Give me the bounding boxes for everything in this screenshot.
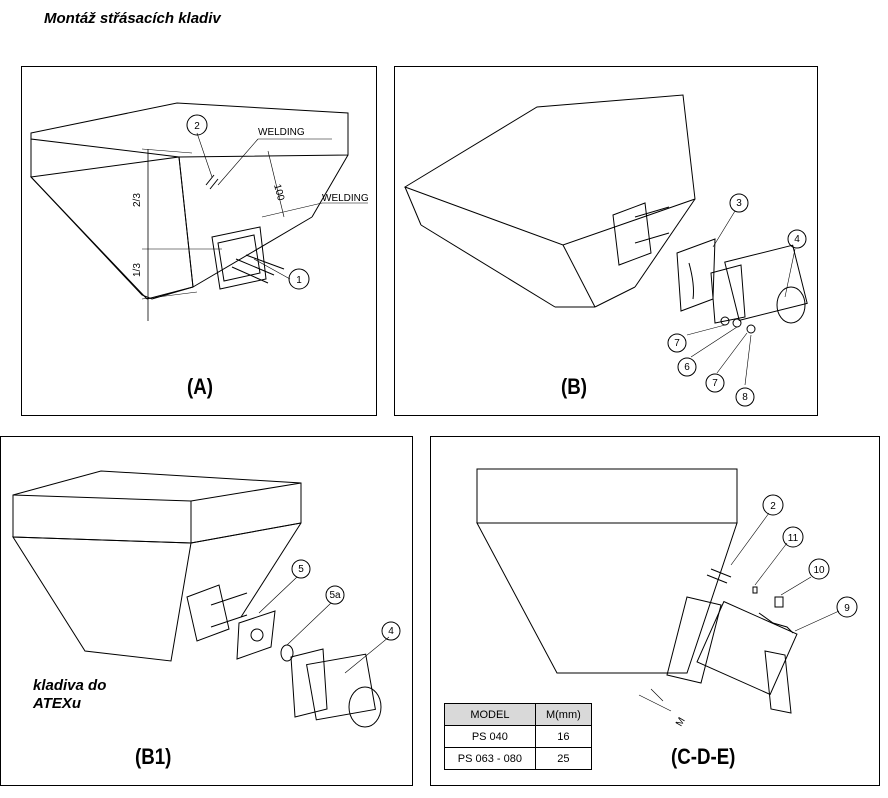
panel-cde: 2 11 10 9 M MODEL M(mm) PS 040 16 PS 063… — [430, 436, 880, 786]
callout-number: 5 — [298, 564, 304, 575]
callout-circle — [782, 526, 804, 548]
hopper-diagram-b: 3 4 7 6 7 8 — [403, 94, 808, 407]
hopper-diagram-b1: 5 5a 4 — [12, 470, 401, 728]
callout-circle — [291, 559, 311, 579]
atex-note-line: ATEXu — [33, 695, 82, 712]
callout-number: 7 — [674, 338, 680, 349]
table-cell: PS 063 - 080 — [444, 747, 536, 770]
panel-caption: (A) — [187, 374, 213, 399]
callout-circle — [729, 193, 749, 213]
fraction-label: 1/3 — [132, 263, 143, 277]
callout-circle — [381, 621, 401, 641]
page-title: Montáž střásacích kladiv — [44, 10, 221, 27]
callout-number: 5a — [329, 590, 341, 601]
panel-caption: (B) — [561, 374, 587, 399]
callout-circle — [325, 585, 345, 605]
callout-number: 2 — [194, 121, 200, 132]
hopper-diagram-a: WELDING WELDING 100 2/3 1/3 2 1 — [29, 102, 369, 321]
callout-number: 11 — [788, 533, 799, 544]
atex-note: kladiva do ATEXu — [33, 677, 106, 713]
hopper-diagram-cde: 2 11 10 9 M — [476, 468, 858, 729]
callout-number: 10 — [813, 565, 825, 576]
callout-circle — [762, 494, 784, 516]
panel-b: 3 4 7 6 7 8 (B) — [394, 66, 818, 416]
dimension-m-label: M — [674, 716, 688, 729]
welding-label: WELDING — [258, 127, 305, 138]
callout-circle — [705, 373, 725, 393]
callout-circle — [808, 558, 830, 580]
panel-caption: (B1) — [135, 744, 172, 769]
welding-label: WELDING — [322, 193, 369, 204]
panel-caption: (C-D-E) — [671, 744, 736, 769]
callout-circle — [667, 333, 687, 353]
atex-note-line: kladiva do — [33, 677, 107, 694]
table-header: M(mm) — [534, 703, 593, 726]
callout-circle — [288, 268, 310, 290]
dimension-label: 100 — [271, 183, 286, 202]
model-dimension-table: MODEL M(mm) PS 040 16 PS 063 - 080 25 — [444, 703, 593, 770]
table-cell: 16 — [534, 725, 593, 748]
table-header-row: MODEL M(mm) — [444, 703, 593, 726]
callout-number: 4 — [794, 234, 800, 245]
callout-circle — [186, 114, 208, 136]
callout-circle — [677, 357, 697, 377]
callout-number: 2 — [770, 501, 776, 512]
table-cell: 25 — [534, 747, 593, 770]
callout-circle — [836, 596, 858, 618]
table-cell: PS 040 — [444, 725, 536, 748]
callout-number: 4 — [388, 626, 394, 637]
panel-a: WELDING WELDING 100 2/3 1/3 2 1 (A) — [21, 66, 377, 416]
panel-b1: 5 5a 4 kladiva do ATEXu (B1) — [0, 436, 413, 786]
callout-number: 6 — [684, 362, 690, 373]
table-header: MODEL — [444, 703, 536, 726]
callout-circle — [787, 229, 807, 249]
fraction-label: 2/3 — [132, 193, 143, 207]
table-row: PS 063 - 080 25 — [444, 747, 593, 770]
callout-number: 3 — [736, 198, 742, 209]
callout-number: 7 — [712, 378, 718, 389]
callout-number: 8 — [742, 392, 748, 403]
callout-circle — [735, 387, 755, 407]
callout-number: 1 — [296, 275, 302, 286]
callout-number: 9 — [844, 603, 850, 614]
table-row: PS 040 16 — [444, 725, 593, 748]
